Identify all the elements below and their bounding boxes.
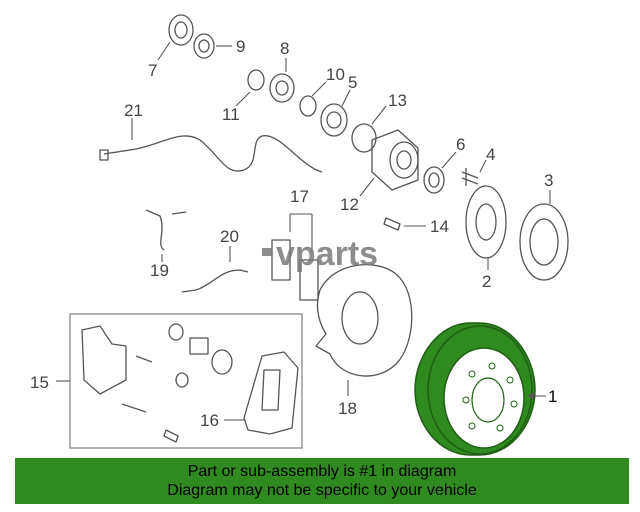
part-17-pads: [271, 213, 319, 301]
callout-7: 7: [148, 61, 157, 80]
part-8-bearing: [269, 58, 295, 103]
callout-5: 5: [348, 73, 357, 92]
part-3-gasket: [519, 190, 569, 281]
callout-12: 12: [340, 195, 359, 214]
part-6-seal: [423, 151, 457, 194]
part-19-hose: [145, 209, 187, 262]
callout-11: 11: [222, 105, 240, 124]
part-7-seal: [157, 14, 194, 61]
part-2-plate: [465, 185, 507, 270]
part-11-ring: [235, 69, 265, 107]
callout-13: 13: [388, 91, 407, 110]
callout-3: 3: [544, 171, 553, 190]
banner-line-2: Diagram may not be specific to your vehi…: [167, 482, 477, 499]
callout-20: 20: [220, 227, 239, 246]
part-5-bearing: [320, 89, 351, 137]
part-12-hub: [359, 129, 419, 197]
info-banner: Part or sub-assembly is #1 in diagram Di…: [15, 458, 629, 504]
part-21-sensor-wire: [99, 118, 323, 173]
callout-14: 14: [430, 217, 449, 236]
part-16-caliper: [224, 351, 299, 435]
callout-18: 18: [338, 399, 357, 418]
callout-16: 16: [200, 411, 219, 430]
part-15-caliper-bracket-box: [56, 313, 303, 449]
callout-8: 8: [280, 39, 289, 58]
callout-15: 15: [30, 373, 49, 392]
callout-21: 21: [124, 101, 143, 120]
part-14-screw: [383, 217, 426, 231]
callout-2: 2: [482, 272, 491, 291]
callout-4: 4: [486, 145, 495, 164]
part-9-bearing: [193, 33, 232, 59]
part-4-bolt: [461, 159, 487, 186]
callout-17: 17: [290, 187, 309, 206]
watermark-text: vparts: [276, 235, 378, 273]
callout-19: 19: [150, 261, 169, 280]
part-10-ring: [299, 81, 327, 117]
banner-line-1: Part or sub-assembly is #1 in diagram: [187, 463, 457, 480]
part-13-oring: [351, 105, 387, 153]
part-18-dust-shield: [315, 264, 413, 396]
watermark-logo: vparts: [262, 235, 378, 273]
callout-1: 1: [548, 387, 557, 406]
callout-9: 9: [236, 37, 245, 56]
callout-10: 10: [326, 65, 345, 84]
part-20-hose: [181, 246, 249, 293]
callout-6: 6: [456, 135, 465, 154]
part-1-rotor: [414, 322, 546, 456]
